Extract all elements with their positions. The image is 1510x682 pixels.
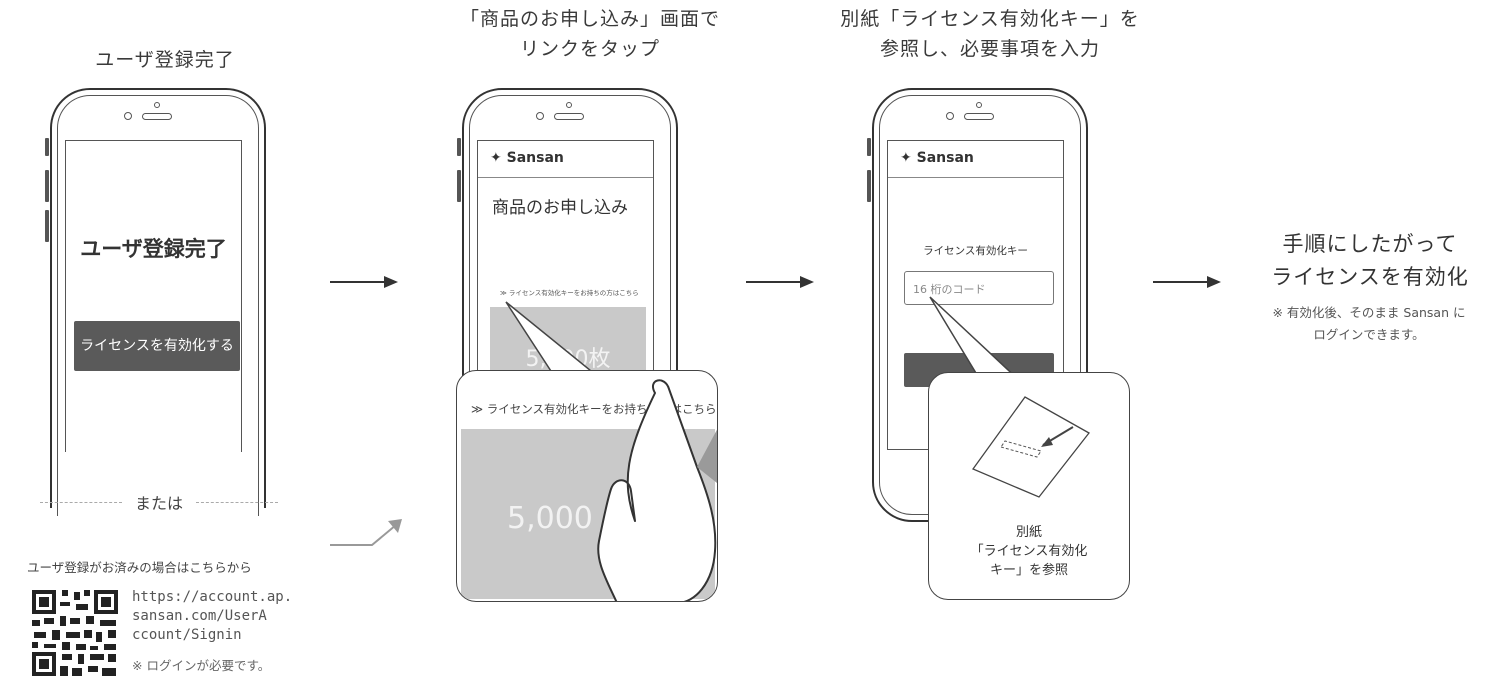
phone-2-sensor bbox=[536, 112, 544, 120]
final-title-line: ライセンスを有効化 bbox=[1271, 265, 1469, 289]
final-note-line: ログインできます。 bbox=[1313, 327, 1425, 342]
arrow-graphic bbox=[1153, 276, 1221, 288]
license-key-field-label: ライセンス有効化キー bbox=[923, 245, 1028, 257]
url-line: sansan.com/UserA bbox=[132, 608, 267, 624]
separator-line-left bbox=[40, 502, 122, 503]
phone-2-mute-switch bbox=[457, 138, 461, 156]
arrow-graphic bbox=[746, 276, 814, 288]
license-key-link[interactable]: ≫ ライセンス有効化キーをお持ちの方はこちら bbox=[500, 289, 639, 297]
step3-title-line: 別紙「ライセンス有効化キー」を bbox=[840, 8, 1140, 30]
final-title-line: 手順にしたがって bbox=[1282, 232, 1458, 256]
phone-3-mute-switch bbox=[867, 138, 871, 156]
phone-1-volume-down bbox=[45, 210, 49, 242]
caption-line: 別紙 bbox=[1015, 525, 1042, 540]
license-sheet-bubble: 別紙 「ライセンス有効化 キー」を参照 bbox=[928, 372, 1130, 600]
phone-1-sensor bbox=[124, 112, 132, 120]
qr-code-icon bbox=[30, 588, 120, 678]
phone-3-sensor bbox=[946, 112, 954, 120]
phone-1-front-camera bbox=[154, 102, 160, 108]
phone-1-inner-frame bbox=[57, 95, 259, 516]
activate-license-button[interactable]: ライセンスを有効化する bbox=[74, 321, 240, 371]
app-header: ✦ Sansan bbox=[888, 141, 1063, 178]
step1-title-line: ユーザ登録完了 bbox=[95, 49, 235, 71]
arrow-graphic bbox=[330, 276, 398, 288]
caption-line: キー」を参照 bbox=[989, 563, 1068, 578]
registration-complete-heading: ユーザ登録完了 bbox=[80, 237, 227, 261]
sansan-logo: ✦ Sansan bbox=[900, 150, 974, 166]
phone-3-speaker bbox=[964, 113, 994, 120]
phone-2-volume-up bbox=[457, 170, 461, 202]
caption-line: 「ライセンス有効化 bbox=[970, 544, 1088, 559]
sansan-logo-icon: ✦ bbox=[490, 150, 502, 166]
url-line: ccount/Signin bbox=[132, 627, 242, 643]
final-note-line: ※ 有効化後、そのまま Sansan に bbox=[1272, 305, 1466, 320]
phone-1: ユーザ登録完了 ライセンスを有効化する bbox=[45, 88, 266, 516]
login-required-note: ※ ログインが必要です。 bbox=[132, 658, 271, 673]
phone-1-volume-up bbox=[45, 170, 49, 202]
diagonal-arrow-icon bbox=[330, 517, 410, 557]
step3-title: 別紙「ライセンス有効化キー」を 参照し、必要事項を入力 bbox=[790, 4, 1190, 64]
phone-3-front-camera bbox=[976, 102, 982, 108]
right-arrow-icon bbox=[746, 274, 816, 294]
license-sheet-caption: 別紙 「ライセンス有効化 キー」を参照 bbox=[929, 523, 1129, 580]
or-separator: または bbox=[40, 490, 280, 514]
license-code-placeholder: 16 桁のコード bbox=[913, 283, 986, 296]
tap-hand-icon bbox=[597, 379, 717, 601]
diagonal-arrow-graphic bbox=[330, 519, 402, 546]
app-header: ✦ Sansan bbox=[478, 141, 653, 178]
phone-1-speaker bbox=[142, 113, 172, 120]
step2-title: 「商品のお申し込み」画面で リンクをタップ bbox=[390, 4, 790, 64]
zoom-product-card-text: 5,000 bbox=[507, 501, 593, 536]
logo-text: Sansan bbox=[506, 150, 564, 166]
step1-title: ユーザ登録完了 bbox=[40, 45, 290, 75]
right-arrow-icon bbox=[1153, 274, 1223, 294]
order-page-title: 商品のお申し込み bbox=[492, 198, 628, 218]
phone-3-volume-up bbox=[867, 170, 871, 202]
url-line: https://account.ap. bbox=[132, 589, 293, 605]
step2-title-line: リンクをタップ bbox=[519, 38, 660, 60]
logo-text: Sansan bbox=[916, 150, 974, 166]
document-icon bbox=[971, 396, 1090, 498]
qr-code-graphic bbox=[30, 588, 120, 678]
phone-1-mute-switch bbox=[45, 138, 49, 156]
step2-title-line: 「商品のお申し込み」画面で bbox=[459, 8, 720, 30]
license-code-input[interactable]: 16 桁のコード bbox=[904, 271, 1054, 305]
step3-title-line: 参照し、必要事項を入力 bbox=[879, 38, 1100, 60]
sansan-logo: ✦ Sansan bbox=[490, 150, 564, 166]
sansan-logo-icon: ✦ bbox=[900, 150, 912, 166]
or-label: または bbox=[134, 494, 183, 513]
separator-line-right bbox=[196, 502, 278, 503]
registered-users-label: ユーザ登録がお済みの場合はこちらから bbox=[27, 560, 252, 575]
phone-2-speaker bbox=[554, 113, 584, 120]
final-note: ※ 有効化後、そのまま Sansan に ログインできます。 bbox=[1228, 302, 1510, 346]
right-arrow-icon bbox=[330, 274, 400, 294]
final-step-title: 手順にしたがって ライセンスを有効化 bbox=[1235, 228, 1505, 294]
zoom-bubble-link: ≫ ライセンス有効化キーをお持ちの方はこちら 5,000 bbox=[456, 370, 718, 602]
phone-2-front-camera bbox=[566, 102, 572, 108]
phone-1-screen: ユーザ登録完了 ライセンスを有効化する bbox=[65, 140, 242, 452]
signin-url[interactable]: https://account.ap. sansan.com/UserA cco… bbox=[132, 588, 292, 645]
